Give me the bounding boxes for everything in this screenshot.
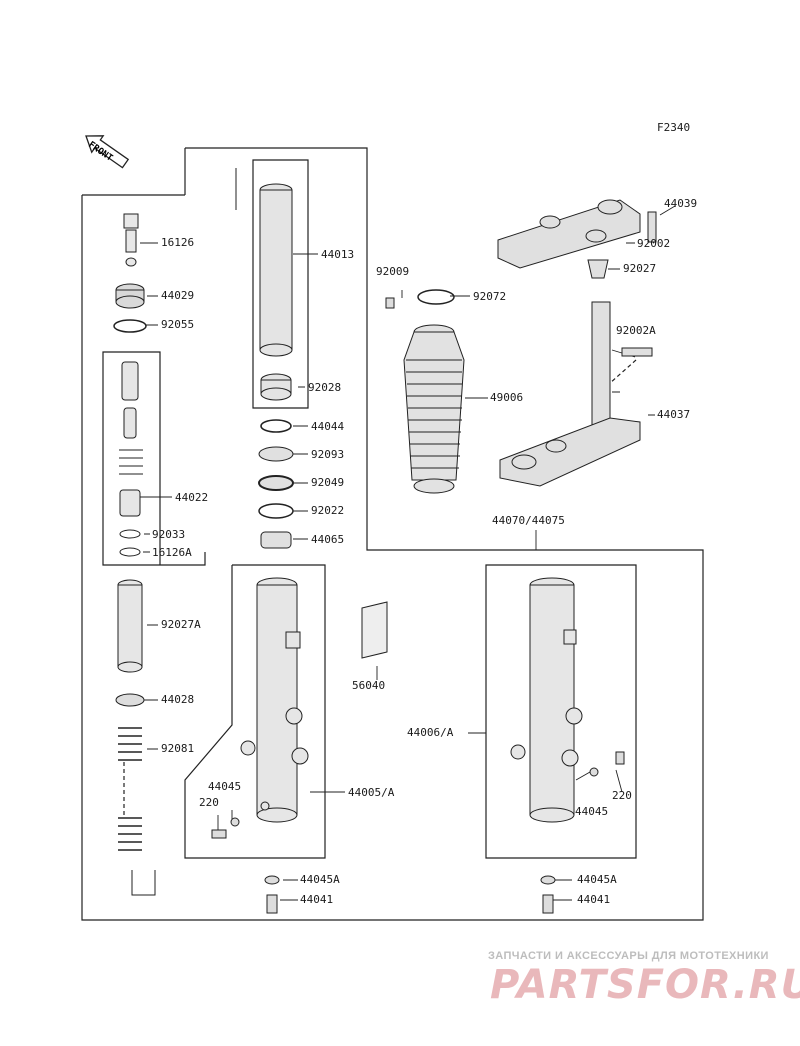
- outer-tube-frame-left: [184, 564, 326, 859]
- part-44037-stem: [499, 301, 653, 487]
- front-arrow-icon: [85, 135, 130, 169]
- part-92027A: [117, 579, 143, 673]
- label-44045-right: 44045: [575, 805, 609, 818]
- label-44065: 44065: [311, 533, 345, 546]
- part-44028: [115, 693, 145, 707]
- label-92022: 92022: [311, 504, 345, 517]
- label-44006A: 44006/A: [407, 726, 454, 739]
- label-92002: 92002: [637, 237, 671, 250]
- label-92093: 92093: [311, 448, 345, 461]
- part-44022: [119, 361, 143, 557]
- label-44045A-left: 44045A: [300, 873, 340, 886]
- label-44070: 44070/44075: [492, 514, 565, 527]
- watermark-caption: ЗАПЧАСТИ И АКСЕССУАРЫ ДЛЯ МОТОТЕХНИКИ: [488, 950, 769, 962]
- label-44041-left: 44041: [300, 893, 334, 906]
- part-44005A-outer-tube: [240, 577, 309, 823]
- label-92081: 92081: [161, 742, 195, 755]
- inner-tube-bracket: [252, 159, 309, 409]
- frame-outline: [81, 147, 704, 921]
- label-92072: 92072: [473, 290, 507, 303]
- part-92055: [113, 319, 147, 333]
- part-16126: [123, 213, 139, 267]
- bolts-right: [540, 751, 625, 914]
- slider-56040: [361, 601, 388, 659]
- label-92049: 92049: [311, 476, 345, 489]
- clamp-parts: [385, 289, 455, 309]
- spring-group-bracket: [102, 351, 206, 566]
- label-44005A: 44005/A: [348, 786, 395, 799]
- label-92033: 92033: [152, 528, 186, 541]
- watermark-logo: PARTSFOR.RU: [490, 962, 800, 1008]
- part-44029: [115, 283, 145, 309]
- part-44006A-outer-tube: [510, 577, 583, 823]
- label-44039: 44039: [664, 197, 698, 210]
- label-44045-left: 44045: [208, 780, 242, 793]
- label-44013: 44013: [321, 248, 355, 261]
- label-49006: 49006: [490, 391, 524, 404]
- part-92081-spring: [118, 727, 156, 896]
- dashed-link: [123, 359, 637, 815]
- figure-code: F2340: [657, 121, 691, 134]
- part-44013-inner-tube: [235, 168, 309, 357]
- label-92055: 92055: [161, 318, 195, 331]
- part-92028: [260, 373, 292, 401]
- label-44028: 44028: [161, 693, 195, 706]
- label-44029: 44029: [161, 289, 195, 302]
- part-49006-boot: [403, 324, 465, 494]
- bolts-left: [211, 817, 280, 914]
- label-44045A-right: 44045A: [577, 873, 617, 886]
- seal-stack: [258, 419, 294, 549]
- label-44022: 44022: [175, 491, 209, 504]
- label-92028: 92028: [308, 381, 342, 394]
- label-16126: 16126: [161, 236, 195, 249]
- label-92027A: 92027A: [161, 618, 201, 631]
- label-44044: 44044: [311, 420, 345, 433]
- label-44041-right: 44041: [577, 893, 611, 906]
- label-56040: 56040: [352, 679, 386, 692]
- label-44037: 44037: [657, 408, 691, 421]
- label-220-left: 220: [199, 796, 219, 809]
- outer-tube-frame-right: [485, 564, 637, 859]
- label-92027: 92027: [623, 262, 657, 275]
- part-44039-upper-bracket: [497, 199, 657, 279]
- label-92002A: 92002A: [616, 324, 656, 337]
- label-92009: 92009: [376, 265, 410, 278]
- label-16126A: 16126A: [152, 546, 192, 559]
- label-220-right: 220: [612, 789, 632, 802]
